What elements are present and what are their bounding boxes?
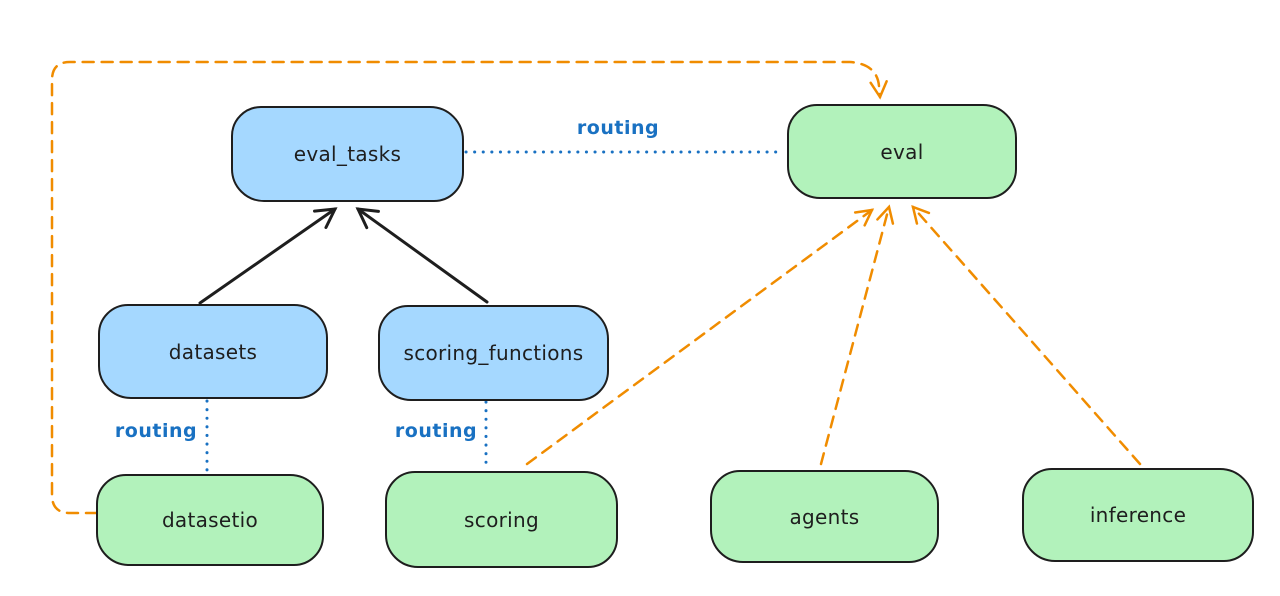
node-eval-label: eval [880,139,924,164]
node-datasets: datasets [98,304,328,399]
edge-agents-to-eval [819,204,895,466]
routing-label-datasets-datasetio: routing [114,420,198,442]
node-scoring-label: scoring [464,507,539,532]
edge-datasetio-to-eval [50,60,888,515]
node-scoring-functions-label: scoring_functions [403,341,584,365]
edge-scoring-functions-to-eval-tasks [355,207,489,304]
node-inference-label: inference [1089,503,1187,527]
node-eval-tasks: eval_tasks [231,106,464,202]
node-scoring: scoring [385,471,618,568]
routing-label-eval-tasks-eval: routing [576,117,660,139]
node-inference: inference [1022,468,1254,562]
edge-inference-to-eval [911,205,1142,466]
edge-datasets-to-eval-tasks [198,207,338,305]
node-eval-tasks-label: eval_tasks [293,142,402,166]
node-datasetio-label: datasetio [161,508,259,532]
node-eval: eval [787,104,1017,199]
node-datasetio: datasetio [96,474,324,566]
node-datasets-label: datasets [168,339,258,364]
node-agents: agents [710,470,939,563]
node-scoring-functions: scoring_functions [378,305,609,401]
routing-label-scoring-functions-scoring: routing [394,420,478,442]
node-agents-label: agents [789,504,860,529]
edge-scoring-to-eval [525,208,875,466]
